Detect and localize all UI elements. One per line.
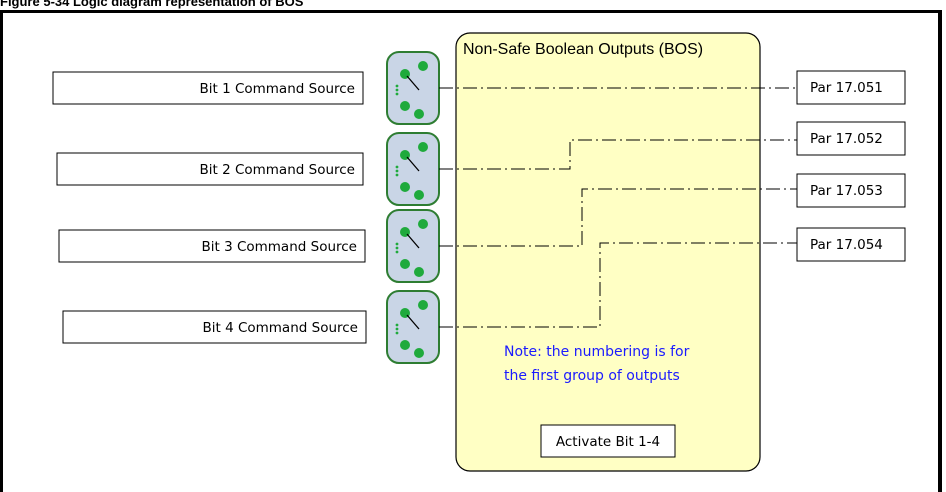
connection-line-3: [439, 188, 797, 247]
source-label-3: Bit 3 Command Source: [201, 239, 357, 255]
source-label-2: Bit 2 Command Source: [199, 162, 355, 178]
activate-box: Activate Bit 1-4: [540, 424, 676, 458]
diagram-frame: [0, 10, 942, 492]
parameter-label-3: Par 17.053: [810, 183, 883, 199]
bos-block: [455, 32, 761, 472]
note-line-1: Note: the numbering is for: [504, 344, 690, 360]
switch-icon-1: [386, 51, 440, 125]
source-label-4: Bit 4 Command Source: [202, 320, 358, 336]
source-box-3: Bit 3 Command Source: [58, 229, 366, 263]
parameter-box-3: Par 17.053: [796, 173, 906, 208]
source-box-2: Bit 2 Command Source: [56, 152, 364, 186]
source-box-1: Bit 1 Command Source: [52, 71, 364, 105]
parameter-box-4: Par 17.054: [796, 227, 906, 262]
connection-line-4: [439, 242, 797, 328]
parameter-box-1: Par 17.051: [796, 70, 906, 105]
source-label-1: Bit 1 Command Source: [199, 81, 355, 97]
switch-icon-2: [386, 132, 440, 206]
note-line-2: the first group of outputs: [504, 368, 680, 384]
parameter-label-1: Par 17.051: [810, 80, 883, 96]
switch-icon-3: [386, 209, 440, 283]
parameter-label-4: Par 17.054: [810, 237, 883, 253]
parameter-label-2: Par 17.052: [810, 131, 883, 147]
parameter-box-2: Par 17.052: [796, 121, 906, 156]
bos-block-title: Non-Safe Boolean Outputs (BOS): [463, 41, 703, 58]
switch-icon-4: [386, 290, 440, 364]
activate-label: Activate Bit 1-4: [556, 434, 660, 450]
figure-caption: Figure 5-34 Logic diagram representation…: [0, 0, 304, 9]
source-box-4: Bit 4 Command Source: [62, 310, 367, 344]
connection-line-2: [439, 139, 797, 170]
